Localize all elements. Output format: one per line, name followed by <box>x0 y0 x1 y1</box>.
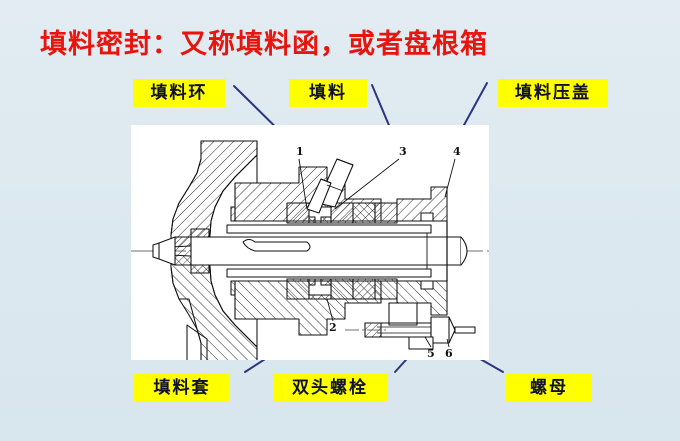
lantern-ring-lower <box>308 278 332 296</box>
callout-number-6: 6 <box>445 347 453 360</box>
packing-sleeve-upper <box>226 224 432 234</box>
label-packing-ring[interactable]: 填料环 <box>133 79 225 107</box>
flush-pipe <box>306 158 354 214</box>
stud-bolt-assembly <box>345 316 476 350</box>
callout-stub-1 <box>298 158 308 210</box>
shaft-nose <box>158 236 176 266</box>
label-stud-bolt[interactable]: 双头螺栓 <box>273 374 387 402</box>
label-packing[interactable]: 填料 <box>289 79 367 107</box>
callout-stub-2 <box>326 298 334 322</box>
packing-sleeve-lower <box>226 268 432 278</box>
callout-stub-3 <box>334 158 400 210</box>
callout-stub-6 <box>446 338 450 348</box>
callout-number-2: 2 <box>329 321 337 334</box>
label-packing-sleeve[interactable]: 填料套 <box>134 374 230 402</box>
callout-stub-5 <box>424 336 432 348</box>
callout-number-4: 4 <box>453 145 461 158</box>
packing-rings-upper <box>286 202 398 224</box>
shaft <box>190 236 462 266</box>
callout-stub-4 <box>444 158 456 198</box>
shaft-key <box>242 238 311 252</box>
callout-number-1: 1 <box>296 145 304 158</box>
label-gland[interactable]: 填料压盖 <box>498 79 608 107</box>
label-nut[interactable]: 螺母 <box>506 374 592 402</box>
packing-rings-lower <box>286 278 398 300</box>
figure-frame: 1 2 3 4 5 6 <box>131 125 489 360</box>
page-title: 填料密封：又称填料函，或者盘根箱 <box>40 29 488 60</box>
callout-number-5: 5 <box>427 347 435 360</box>
callout-number-3: 3 <box>399 145 407 158</box>
nut-hex <box>430 316 456 344</box>
packing-seal-cross-section: 1 2 3 4 5 6 <box>131 140 489 360</box>
